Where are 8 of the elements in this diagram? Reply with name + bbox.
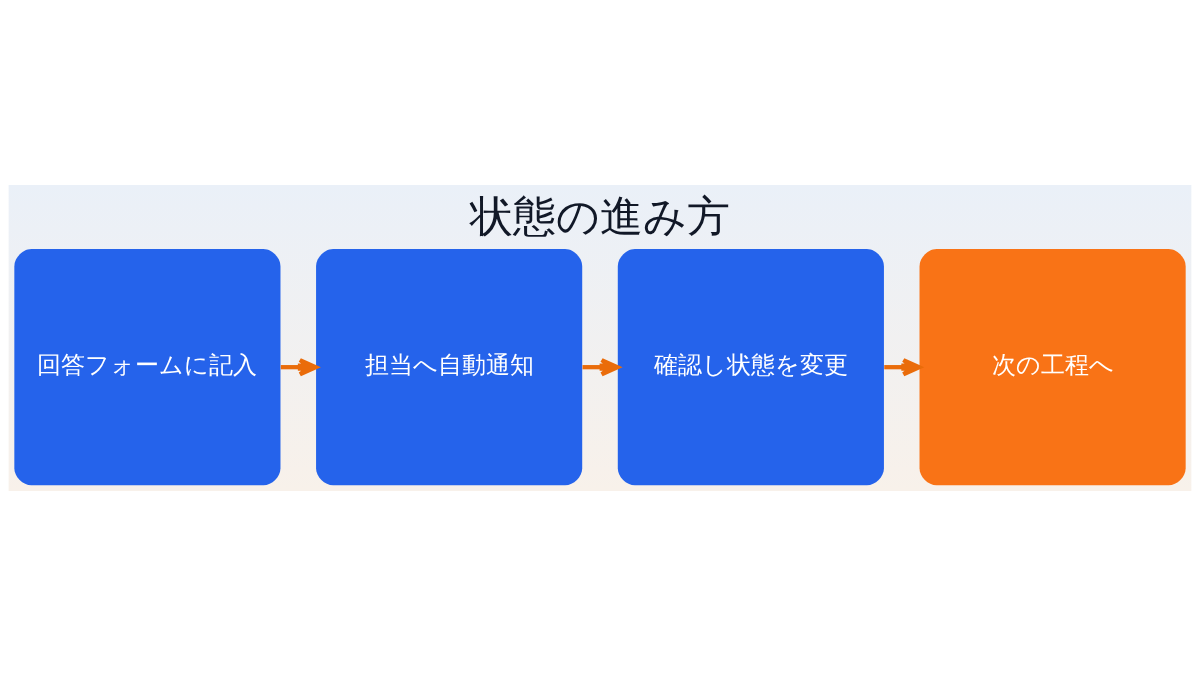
node-box: 次の工程へ <box>919 248 1186 485</box>
arrow <box>884 357 922 376</box>
node-box: 確認し状態を変更 <box>617 248 884 485</box>
diagram-title: 状態の進み方 <box>470 190 730 241</box>
node-box: 回答フォームに記入 <box>14 248 281 485</box>
arrow <box>280 357 318 376</box>
arrow <box>582 357 620 376</box>
node-box: 担当へ自動通知 <box>316 248 583 485</box>
